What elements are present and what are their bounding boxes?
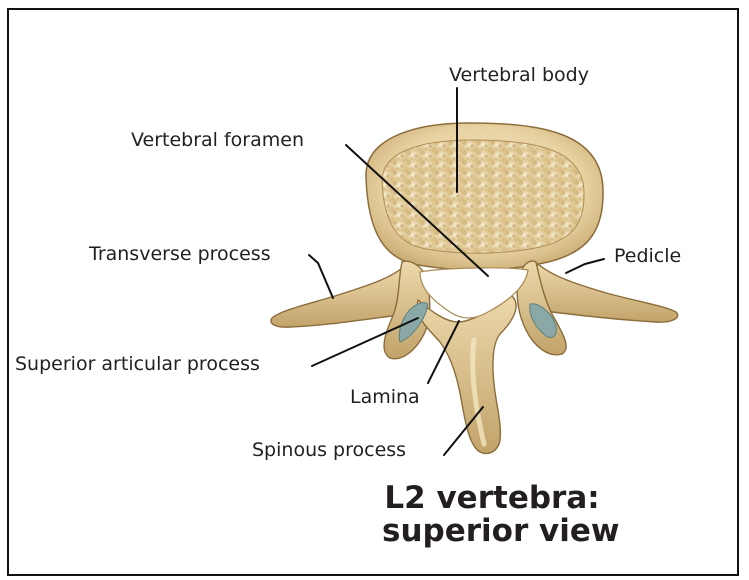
label-pedicle: Pedicle: [614, 247, 681, 266]
label-lamina: Lamina: [350, 388, 420, 407]
leader-transverse-process: [309, 255, 333, 298]
figure-title: L2 vertebra: superior view: [382, 482, 602, 549]
title-line-1: L2 vertebra:: [382, 482, 602, 515]
label-spinous-process: Spinous process: [252, 441, 406, 460]
label-transverse-process: Transverse process: [89, 245, 271, 264]
label-superior-articular-process: Superior articular process: [15, 355, 260, 374]
leader-pedicle: [566, 259, 604, 273]
title-line-2: superior view: [382, 515, 602, 548]
label-vertebral-foramen: Vertebral foramen: [131, 131, 304, 150]
label-vertebral-body: Vertebral body: [449, 66, 589, 85]
